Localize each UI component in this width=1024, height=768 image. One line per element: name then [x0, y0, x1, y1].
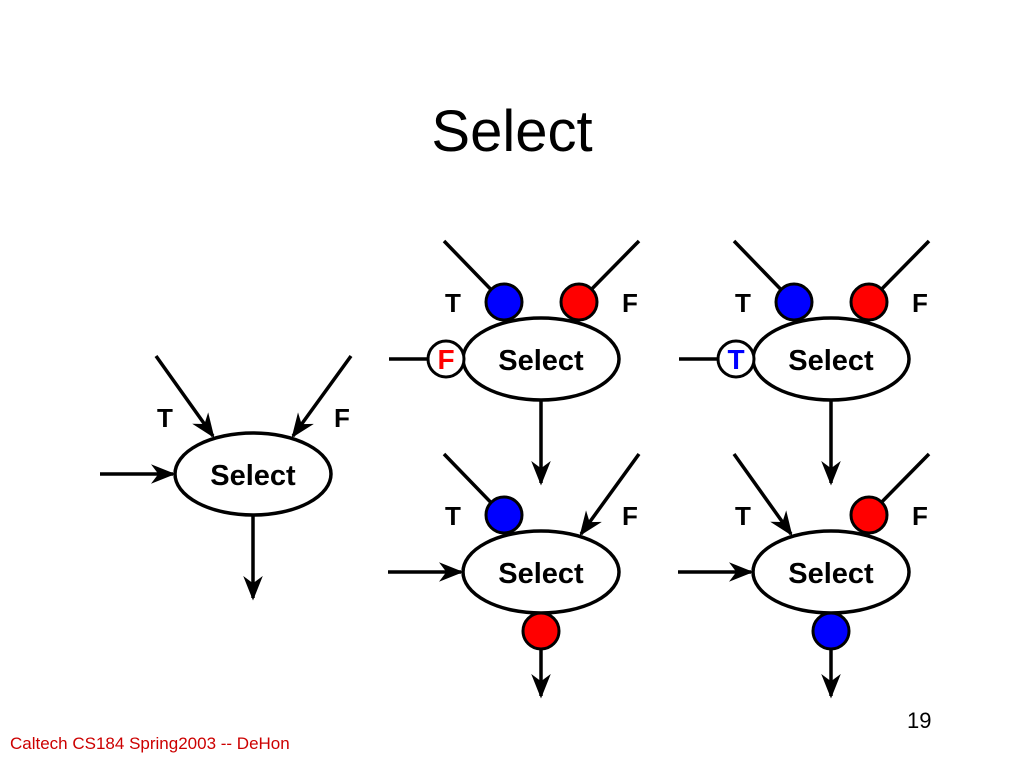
false-input-label: F [622, 288, 638, 318]
select-node-label: Select [498, 558, 584, 590]
select-node-label: Select [498, 345, 584, 377]
false-token [849, 495, 889, 535]
false-input-label: F [912, 501, 928, 531]
true-input-label: T [445, 501, 461, 531]
footer-text: Caltech CS184 Spring2003 -- DeHon [10, 734, 290, 753]
true-input-line [154, 354, 215, 438]
page-number: 19 [907, 708, 932, 733]
output-token [521, 611, 561, 651]
false-token [849, 282, 889, 322]
select-node-group-1: Select T F [100, 354, 353, 601]
true-input-label: T [735, 288, 751, 318]
select-node-group-5: Select T F [678, 452, 931, 699]
true-token [484, 282, 524, 322]
false-input-line [579, 452, 641, 536]
true-input-label: T [445, 288, 461, 318]
false-input-label: F [622, 501, 638, 531]
true-input-label: T [157, 403, 173, 433]
select-node-label: Select [788, 345, 874, 377]
control-token-label: T [727, 344, 744, 375]
true-token [774, 282, 814, 322]
false-input-line [291, 354, 353, 438]
select-node-label: Select [210, 460, 296, 492]
select-node-label: Select [788, 558, 874, 590]
false-input-label: F [334, 403, 350, 433]
false-token [559, 282, 599, 322]
true-input-line [732, 452, 793, 536]
true-input-label: T [735, 501, 751, 531]
control-token [716, 339, 756, 379]
output-token [811, 611, 851, 651]
true-token [484, 495, 524, 535]
select-node-group-3: Select T F T [679, 239, 931, 486]
false-input-label: F [912, 288, 928, 318]
slide-title: Select [431, 99, 593, 164]
select-node-group-4: Select T F [388, 452, 641, 699]
control-token-label: F [437, 344, 454, 375]
control-token [426, 339, 466, 379]
